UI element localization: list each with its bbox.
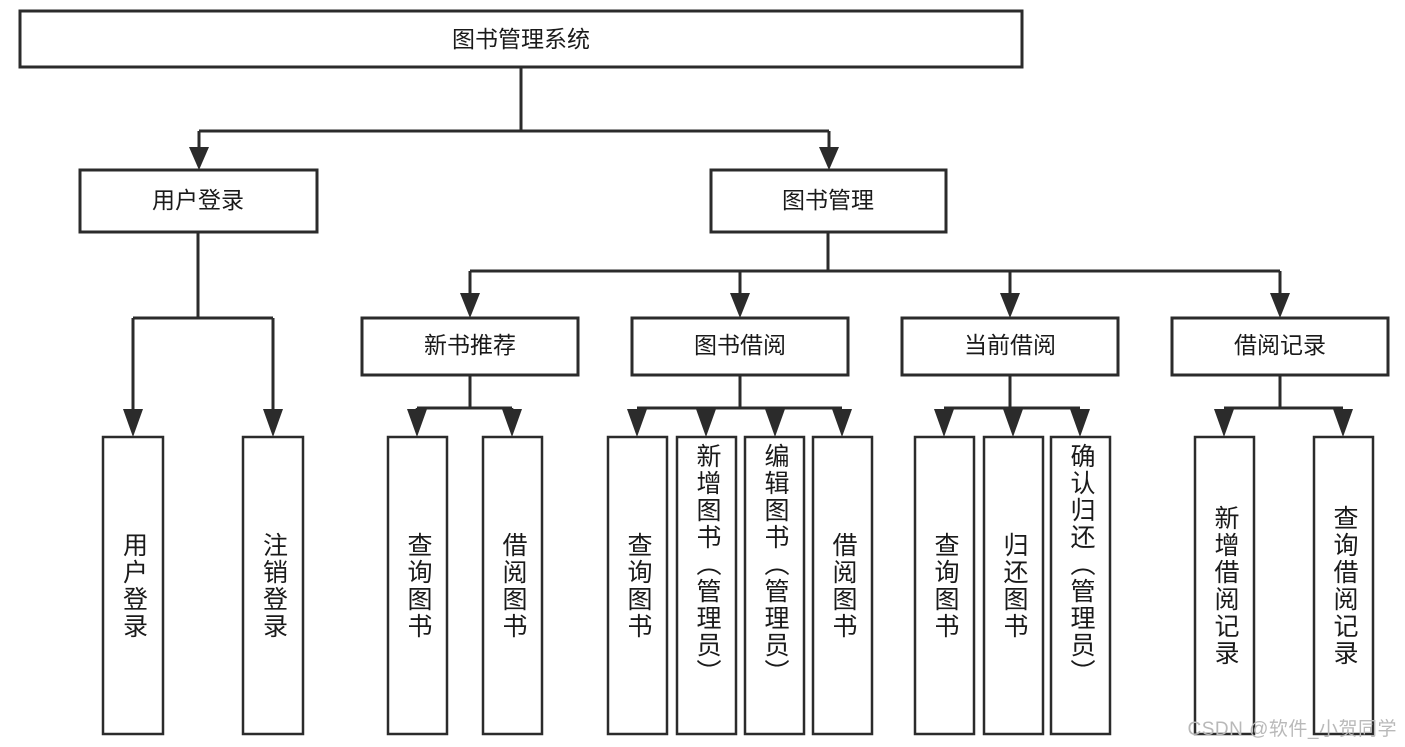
node-borrow-record-box[interactable] — [1170, 316, 1390, 377]
node-book-management-box[interactable] — [709, 168, 948, 234]
leaf-bb-query-book-box[interactable] — [606, 435, 669, 736]
node-book-borrow-label: 图书借阅 — [694, 332, 786, 358]
leaf-br-add-record-box[interactable] — [1193, 435, 1256, 736]
leaf-cb-query-book-box[interactable] — [913, 435, 976, 736]
arrowhead-leaf-user-login — [123, 409, 143, 437]
arrowhead-br-1 — [1214, 409, 1234, 437]
arrowhead-bb-4 — [832, 409, 852, 437]
arrowhead-bb-3 — [765, 409, 785, 437]
leaf-nb-query-book-box[interactable] — [386, 435, 449, 736]
leaf-cb-confirm-return-box[interactable] — [1049, 435, 1112, 736]
node-root-label: 图书管理系统 — [452, 26, 590, 52]
node-new-book-box[interactable] — [360, 316, 580, 377]
arrowhead-cb-3 — [1070, 409, 1090, 437]
leaf-nb-borrow-book-box[interactable] — [481, 435, 544, 736]
arrowhead-book-mgmt — [819, 147, 839, 170]
arrowhead-current-borrow — [1000, 293, 1020, 318]
arrowhead-book-borrow — [730, 293, 750, 318]
arrowhead-bb-2 — [696, 409, 716, 437]
arrowhead-nb-2 — [502, 409, 522, 437]
arrowhead-user-login — [189, 147, 209, 170]
arrowhead-new-book — [460, 293, 480, 318]
csdn-watermark: CSDN @软件_小贺同学 — [1187, 719, 1397, 740]
node-current-borrow-box[interactable] — [900, 316, 1120, 377]
node-new-book-label: 新书推荐 — [424, 332, 516, 358]
leaf-bb-add-book-box[interactable] — [675, 435, 738, 736]
node-book-management-label: 图书管理 — [782, 187, 874, 213]
arrowhead-leaf-logout — [263, 409, 283, 437]
node-borrow-record-label: 借阅记录 — [1234, 332, 1326, 358]
arrowhead-nb-1 — [407, 409, 427, 437]
leaf-bb-borrow-book-box[interactable] — [811, 435, 874, 736]
leaf-cb-return-book-box[interactable] — [982, 435, 1045, 736]
node-root-box[interactable] — [18, 9, 1024, 69]
arrowhead-bb-1 — [627, 409, 647, 437]
leaf-logout-box[interactable] — [241, 435, 305, 736]
arrowhead-cb-1 — [934, 409, 954, 437]
leaf-bb-edit-book-box[interactable] — [743, 435, 806, 736]
node-user-login-label: 用户登录 — [152, 187, 244, 213]
node-book-borrow-box[interactable] — [630, 316, 850, 377]
node-current-borrow-label: 当前借阅 — [964, 332, 1056, 358]
arrowhead-cb-2 — [1003, 409, 1023, 437]
leaf-user-login-box[interactable] — [101, 435, 165, 736]
arrowhead-borrow-record — [1270, 293, 1290, 318]
leaf-br-query-record-box[interactable] — [1312, 435, 1375, 736]
arrowhead-br-2 — [1333, 409, 1353, 437]
